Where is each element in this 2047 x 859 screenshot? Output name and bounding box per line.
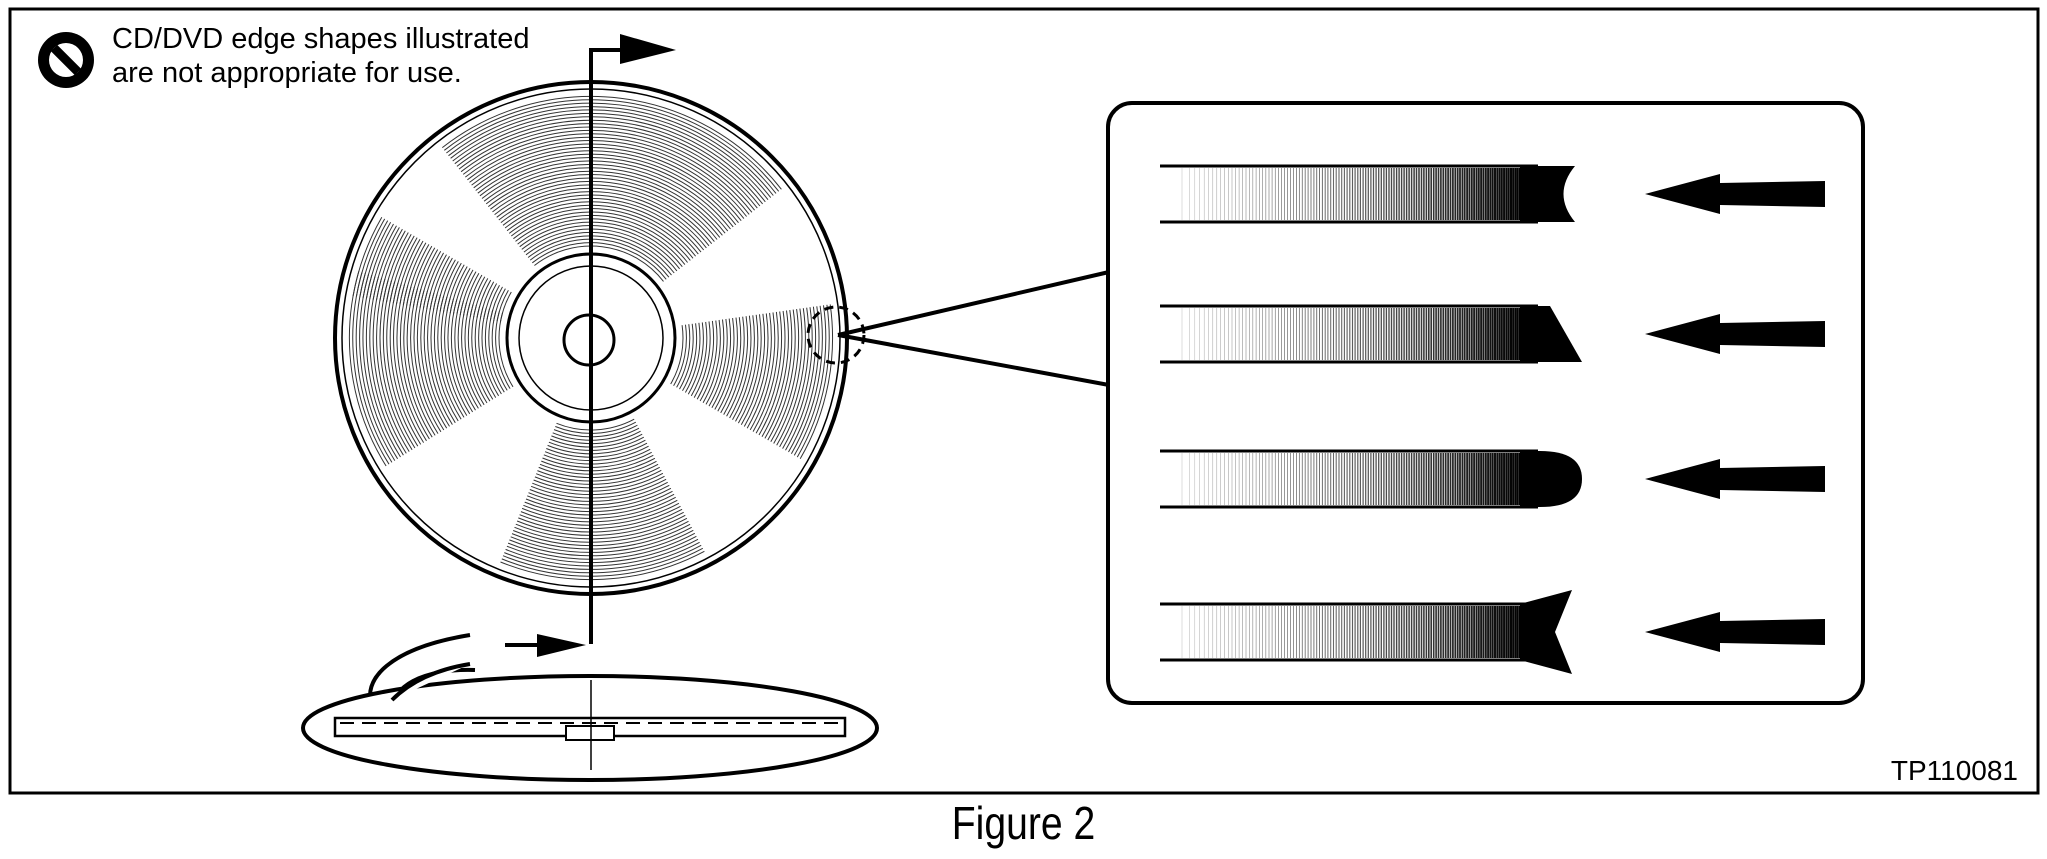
warning-line-2: are not appropriate for use. (112, 57, 462, 89)
figure-caption: Figure 2 (951, 797, 1096, 849)
figure-code: TP110081 (1891, 755, 2018, 786)
left-arrow-icon (1645, 612, 1825, 652)
left-arrow-icon (1645, 314, 1825, 354)
slanted-edge-profile (1520, 306, 1582, 362)
section-pointer-arrow-icon (537, 634, 586, 657)
cd-disc (333, 80, 866, 596)
warning-line-1: CD/DVD edge shapes illustrated (112, 23, 529, 55)
concave-edge-profile (1520, 166, 1575, 222)
disc-grooves (348, 95, 834, 581)
slanted-edge-row (1160, 304, 1825, 364)
edge-shapes-panel (1106, 101, 1865, 705)
notched-edge-row (1160, 590, 1825, 674)
rounded-edge-hatch (1181, 453, 1522, 505)
section-line (589, 48, 625, 644)
prohibited-icon (38, 32, 94, 88)
rounded-edge-row (1160, 449, 1825, 509)
cross-section-bubble (301, 633, 879, 782)
concave-edge-row (1160, 164, 1825, 224)
notched-edge-profile (1520, 590, 1572, 674)
slanted-edge-hatch (1181, 308, 1522, 360)
edge-highlight (806, 305, 866, 365)
left-arrow-icon (1645, 459, 1825, 499)
leader-lines (837, 270, 1110, 387)
rounded-edge-profile (1520, 451, 1582, 507)
diagram-frame (8, 7, 2040, 795)
section-arrow-icon (620, 34, 676, 64)
notched-edge-hatch (1181, 606, 1522, 658)
left-arrow-icon (1645, 174, 1825, 214)
